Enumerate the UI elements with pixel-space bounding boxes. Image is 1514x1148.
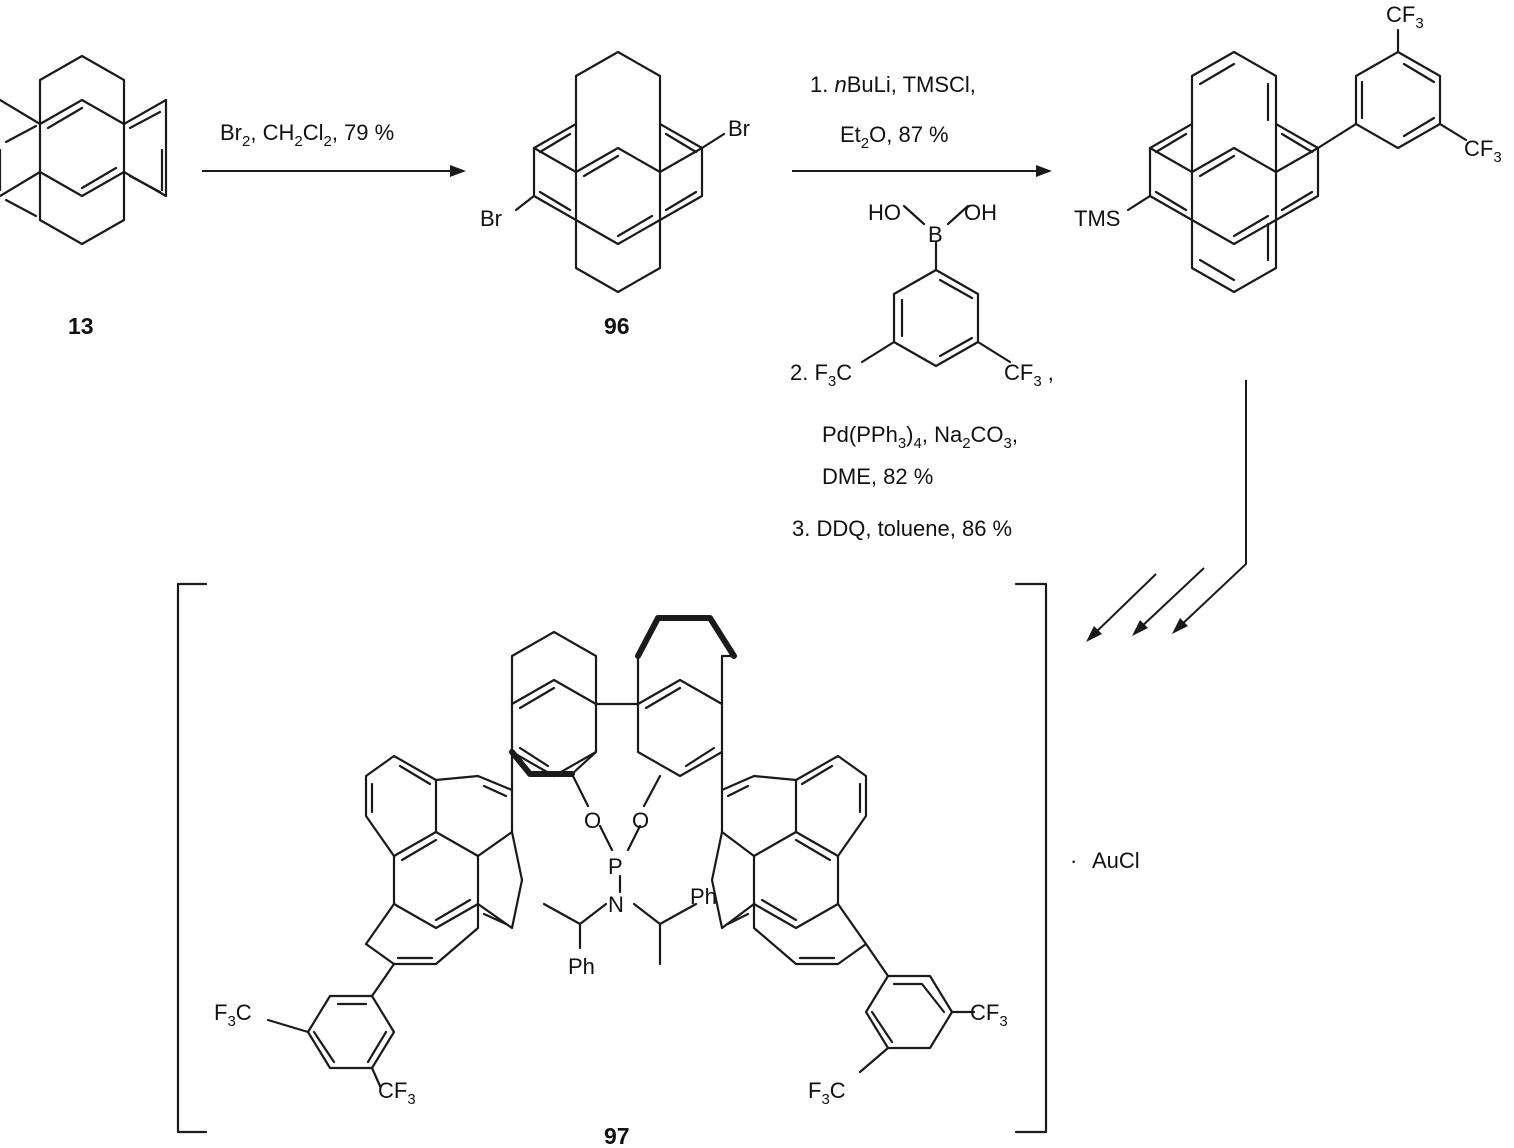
atom-n: N bbox=[608, 892, 624, 917]
atom-oh: OH bbox=[964, 200, 997, 225]
atom-tms: TMS bbox=[1074, 206, 1120, 231]
complex-f3c-right: F3C bbox=[808, 1078, 846, 1108]
atom-ph-right: Ph bbox=[690, 884, 717, 909]
atom-o-right: O bbox=[632, 808, 649, 833]
step2-line3: 2. F3C bbox=[790, 360, 852, 390]
multistep-arrow-2 bbox=[1137, 567, 1205, 631]
multistep-arrow-3 bbox=[1091, 573, 1157, 637]
step2-line1: 1. nBuLi, TMSCl, bbox=[810, 72, 976, 97]
boronic-cf3-right: CF3 , bbox=[1004, 360, 1054, 390]
arrowhead-1 bbox=[450, 165, 466, 177]
compound-13-label: 13 bbox=[68, 313, 94, 339]
step2-line4: Pd(PPh3)4, Na2CO3, bbox=[822, 422, 1018, 452]
atom-br-right: Br bbox=[728, 116, 750, 141]
arrowhead-2 bbox=[1036, 165, 1052, 177]
tms-pyrene-cf3-top: CF3 bbox=[1386, 2, 1424, 32]
right-bracket bbox=[1014, 582, 1048, 1134]
left-bracket bbox=[176, 582, 208, 1134]
tms-pyrene-cf3-right: CF3 bbox=[1464, 136, 1502, 166]
compound-97-label: 97 bbox=[604, 1123, 630, 1148]
arrowhead-5 bbox=[1086, 626, 1102, 642]
step2-line5: DME, 82 % bbox=[822, 464, 933, 489]
atom-boron: B bbox=[928, 222, 943, 247]
atom-ph-left: Ph bbox=[568, 954, 595, 979]
atom-p: P bbox=[608, 854, 623, 879]
arrowhead-4 bbox=[1132, 620, 1148, 636]
step2-line2: Et2O, 87 % bbox=[840, 122, 949, 152]
compound-97-structure bbox=[266, 615, 976, 1088]
step1-conditions: Br2, CH2Cl2, 79 % bbox=[220, 120, 394, 150]
complex-cf3-right: CF3 bbox=[970, 1000, 1008, 1030]
arrowhead-3 bbox=[1172, 618, 1188, 634]
tms-pyrene-structure bbox=[1126, 28, 1468, 294]
compound-13-structure bbox=[0, 54, 168, 246]
compound-96-label: 96 bbox=[604, 313, 630, 339]
complex-aucl: AuCl bbox=[1092, 848, 1140, 873]
complex-dot: · bbox=[1070, 848, 1077, 873]
step2-line6: 3. DDQ, toluene, 86 % bbox=[792, 516, 1012, 541]
compound-96-structure bbox=[514, 50, 726, 294]
complex-cf3-left: CF3 bbox=[378, 1078, 416, 1108]
down-arrow-line bbox=[1177, 380, 1247, 629]
complex-f3c-left: F3C bbox=[214, 1000, 252, 1030]
boronic-acid-structure bbox=[860, 204, 1012, 368]
atom-o-left: O bbox=[584, 808, 601, 833]
atom-ho: HO bbox=[868, 200, 901, 225]
atom-br-left: Br bbox=[480, 206, 502, 231]
